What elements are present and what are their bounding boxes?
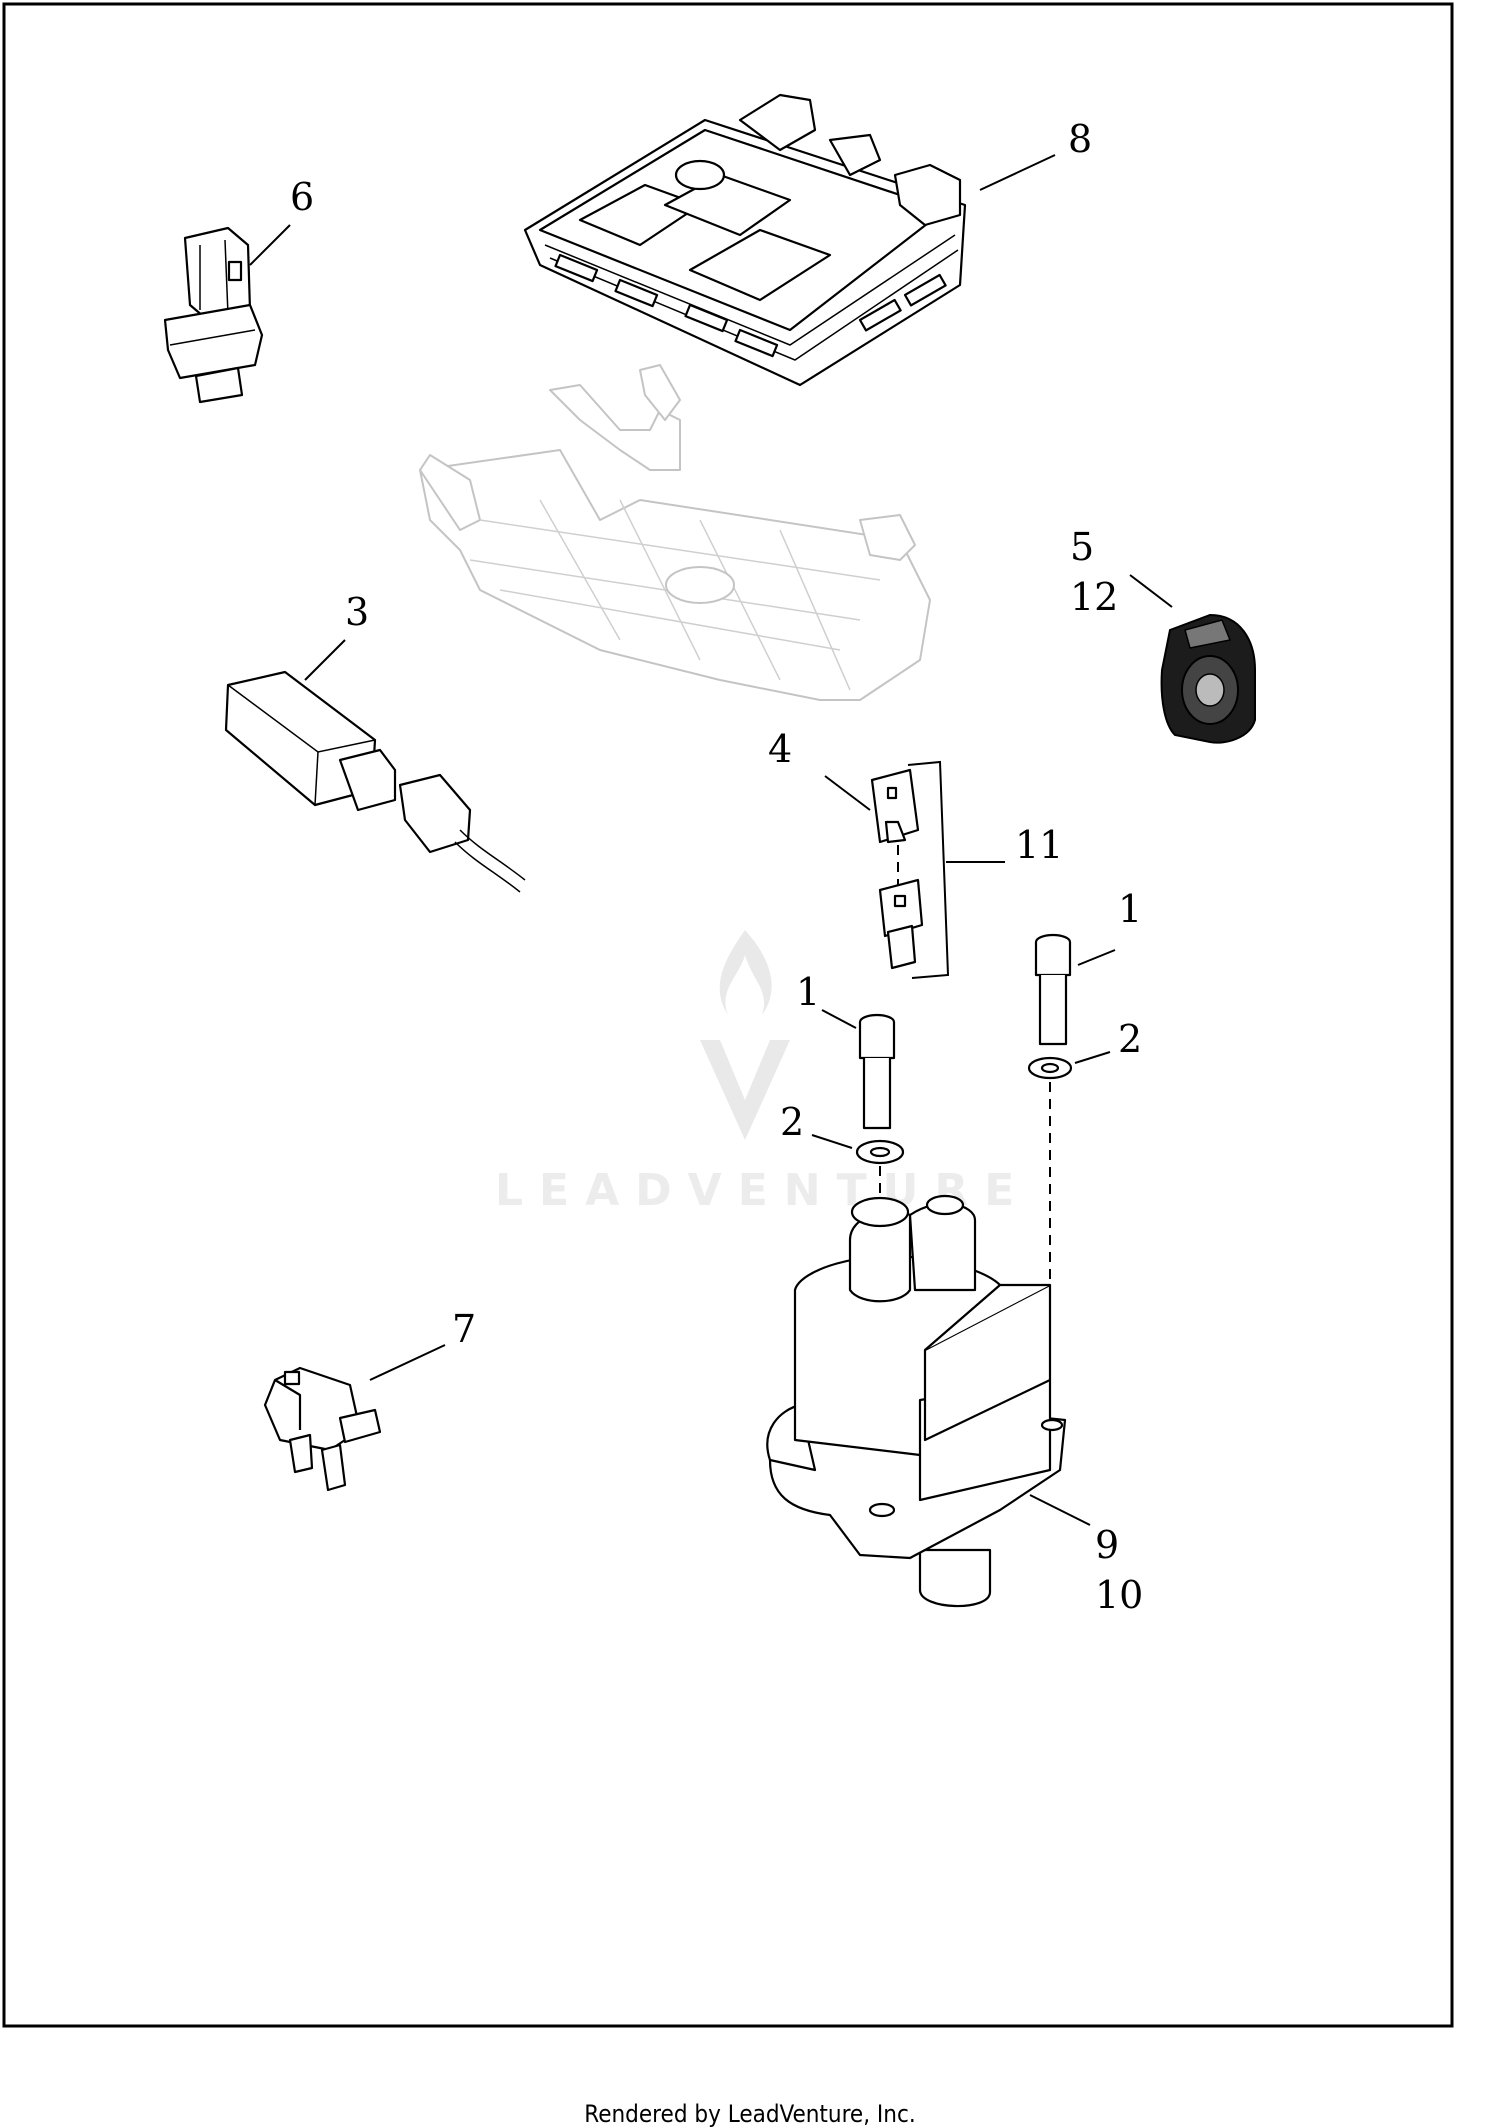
leader-9-10 bbox=[1029, 1494, 1091, 1526]
leader-1a bbox=[821, 1009, 857, 1029]
ecm-connector-pins bbox=[554, 253, 947, 358]
callout-1a: 1 bbox=[796, 970, 820, 1014]
callout-5: 5 bbox=[1070, 525, 1094, 569]
receiver-module[interactable] bbox=[224, 670, 526, 893]
ecm-mounting-tray[interactable] bbox=[419, 364, 931, 701]
leader-8 bbox=[979, 154, 1056, 191]
watermark: LEADVENTURE bbox=[495, 930, 1014, 1216]
callout-6: 6 bbox=[290, 175, 314, 219]
callout-2b: 2 bbox=[1118, 1017, 1142, 1061]
leader-7 bbox=[369, 1344, 446, 1381]
callout-7: 7 bbox=[452, 1307, 476, 1351]
washer[interactable] bbox=[1027, 1056, 1073, 1080]
ecm-module[interactable] bbox=[523, 93, 967, 387]
leader-6 bbox=[249, 224, 291, 266]
callout-3: 3 bbox=[345, 590, 369, 634]
leader-2b bbox=[1074, 1051, 1111, 1064]
leader-5-12 bbox=[1129, 574, 1173, 608]
washer[interactable] bbox=[855, 1139, 905, 1165]
footer-credit: Rendered by LeadVenture, Inc. bbox=[584, 2100, 916, 2128]
leader-4 bbox=[824, 775, 871, 811]
leader-1b bbox=[1077, 949, 1116, 966]
diagram-frame bbox=[2, 2, 1454, 2028]
callout-8: 8 bbox=[1068, 117, 1092, 161]
callout-11: 11 bbox=[1015, 823, 1063, 867]
key-blank[interactable] bbox=[870, 768, 924, 970]
key-fob[interactable] bbox=[1160, 613, 1256, 744]
callout-10: 10 bbox=[1095, 1573, 1143, 1617]
callout-12: 12 bbox=[1070, 575, 1118, 619]
callout-2a: 2 bbox=[780, 1100, 804, 1144]
map-sensor[interactable] bbox=[263, 1366, 382, 1492]
ignition-switch-housing[interactable] bbox=[766, 1194, 1067, 1608]
watermark-logo-icon bbox=[700, 930, 790, 1140]
callout-4: 4 bbox=[768, 727, 792, 771]
callout-9: 9 bbox=[1095, 1523, 1119, 1567]
bolt-socket-head[interactable] bbox=[858, 1013, 896, 1130]
bracket-11 bbox=[907, 760, 950, 979]
bolt-socket-head[interactable] bbox=[1034, 933, 1072, 1046]
pressure-switch[interactable] bbox=[163, 226, 264, 404]
leader-3 bbox=[304, 639, 346, 681]
leader-2a bbox=[811, 1134, 853, 1149]
callout-1b: 1 bbox=[1118, 887, 1142, 931]
